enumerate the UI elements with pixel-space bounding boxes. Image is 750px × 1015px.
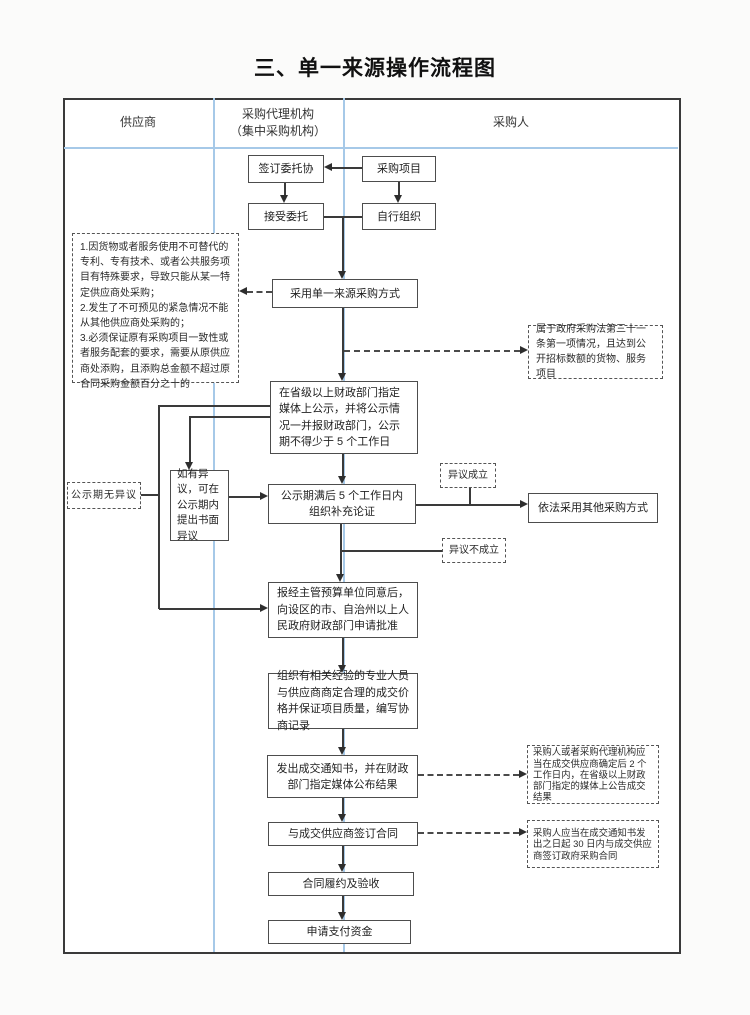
reason-3: 3.必须保证原有采购项目一致性或者服务配套的要求，需要从原供应商处添购，且添购总… xyxy=(80,333,230,390)
arrowhead-down-supplement xyxy=(338,476,346,484)
arrowhead-down-notice xyxy=(338,747,346,755)
step-publicity: 在省级以上财政部门指定媒体上公示，并将公示情况一并报财政部门，公示期不得少于 5… xyxy=(270,381,418,454)
note-objection-invalid: 异议不成立 xyxy=(442,538,506,563)
step-other-method: 依法采用其他采购方式 xyxy=(528,493,658,523)
connector-sign-to-accept xyxy=(284,183,286,196)
arrowhead-down-objection xyxy=(185,462,193,470)
dashed-connector-law-clause xyxy=(344,350,520,352)
step-sign-agreement: 签订委托协 xyxy=(248,155,324,183)
connector-self-merge xyxy=(343,216,362,218)
arrowhead-left-to-sign-agreement xyxy=(324,163,332,171)
note-single-source-reasons: 1.因货物或者服务使用不可替代的专利、专有技术、或者公共服务项目有特殊要求，导致… xyxy=(72,233,239,390)
lane-header-purchaser: 采购人 xyxy=(492,115,529,129)
arrowhead-down-acceptance xyxy=(338,864,346,872)
connector-supplement-to-approval xyxy=(340,524,342,575)
dashed-connector-30day xyxy=(418,832,519,834)
header-separator xyxy=(64,147,678,149)
arrowhead-down-approval xyxy=(336,574,344,582)
step-objection-in-period: 如有异议，可在公示期内提出书面异议 xyxy=(170,468,229,542)
connector-notice-to-contract xyxy=(342,798,344,815)
connector-single-to-publicity xyxy=(342,308,344,374)
note-objection-valid: 异议成立 xyxy=(440,463,496,488)
arrowhead-left-reasons xyxy=(239,287,247,295)
step-sign-contract: 与成交供应商签订合同 xyxy=(268,822,418,846)
connector-bypass-to-approval xyxy=(159,608,260,610)
connector-merge-down xyxy=(342,216,344,272)
lane-separator-2 xyxy=(343,98,345,952)
connector-approval-to-negotiate xyxy=(342,638,344,666)
arrowhead-right-supplement xyxy=(260,492,268,500)
lane-header-agency-line2: （集中采购机构） xyxy=(229,124,326,138)
connector-publicity-to-supplement xyxy=(342,454,344,477)
arrowhead-down-single-source xyxy=(338,271,346,279)
step-apply-approval: 报经主管预算单位同意后，向设区的市、自治州以上人民政府财政部门申请批准 xyxy=(268,582,418,638)
lane-header-supplier: 供应商 xyxy=(119,115,156,129)
step-contract-acceptance: 合同履约及验收 xyxy=(268,872,414,896)
connector-bypass-vertical xyxy=(158,405,160,609)
lane-header-agency-line1: 采购代理机构 xyxy=(241,107,314,121)
step-issue-notice: 发出成交通知书，并在财政部门指定媒体公布结果 xyxy=(267,755,418,798)
connector-negotiate-to-notice xyxy=(342,729,344,748)
arrowhead-right-announce xyxy=(519,770,527,778)
reason-2: 2.发生了不可预见的紧急情况不能从其他供应商处采购的； xyxy=(80,302,229,330)
page-title: 三、单一来源操作流程图 xyxy=(254,57,496,80)
step-apply-payment: 申请支付资金 xyxy=(268,920,411,944)
connector-publicity-left-lower xyxy=(190,416,270,418)
connector-to-objection xyxy=(189,416,191,463)
connector-project-to-sign xyxy=(332,167,362,169)
note-no-objection: 公示期无异议 xyxy=(67,482,141,509)
dashed-connector-announce xyxy=(418,774,519,776)
step-self-organize: 自行组织 xyxy=(362,203,436,230)
arrowhead-down-publicity xyxy=(338,373,346,381)
lane-header-agency: 采购代理机构 （集中采购机构） xyxy=(213,106,343,140)
connector-project-to-self xyxy=(398,182,400,196)
step-supplement-demonstration: 公示期满后 5 个工作日内组织补充论证 xyxy=(268,484,416,524)
dashed-connector-reasons xyxy=(247,291,272,293)
note-law-clause: 属于政府采购法第三十一条第一项情况，且达到公开招标数额的货物、服务项目 xyxy=(528,324,663,380)
connector-supplement-to-other xyxy=(416,504,520,506)
arrowhead-down-payment xyxy=(338,912,346,920)
arrowhead-down-contract xyxy=(338,814,346,822)
step-accept-delegation: 接受委托 xyxy=(248,203,324,230)
arrowhead-right-law-clause xyxy=(520,346,528,354)
arrowhead-right-approval xyxy=(260,604,268,612)
arrowhead-right-30day xyxy=(519,828,527,836)
reason-1: 1.因货物或者服务使用不可替代的专利、专有技术、或者公共服务项目有特殊要求，导致… xyxy=(80,242,230,299)
step-procurement-project: 采购项目 xyxy=(362,156,436,182)
connector-contract-to-acceptance xyxy=(342,846,344,865)
connector-accept-merge xyxy=(324,216,344,218)
connector-no-objection-stub xyxy=(141,494,159,496)
note-announce-result: 采购人或者采购代理机构应当在成交供应商确定后 2 个工作日内，在省级以上财政部门… xyxy=(527,745,659,804)
arrowhead-down-negotiate xyxy=(338,665,346,673)
arrowhead-down-self-organize xyxy=(394,195,402,203)
note-sign-within-30: 采购人应当在成交通知书发出之日起 30 日内与成交供应商签订政府采购合同 xyxy=(527,820,659,868)
connector-objection-valid-stub xyxy=(469,488,471,505)
connector-objection-to-supplement xyxy=(229,496,260,498)
connector-objection-invalid-stub xyxy=(341,550,442,552)
connector-acceptance-to-payment xyxy=(342,896,344,913)
step-negotiate-price: 组织有相关经验的专业人员与供应商商定合理的成交价格并保证项目质量，编写协商记录 xyxy=(268,670,418,732)
connector-publicity-left-top xyxy=(159,405,270,407)
arrowhead-right-other-method xyxy=(520,500,528,508)
step-adopt-single-source: 采用单一来源采购方式 xyxy=(272,279,418,308)
arrowhead-down-accept xyxy=(280,195,288,203)
